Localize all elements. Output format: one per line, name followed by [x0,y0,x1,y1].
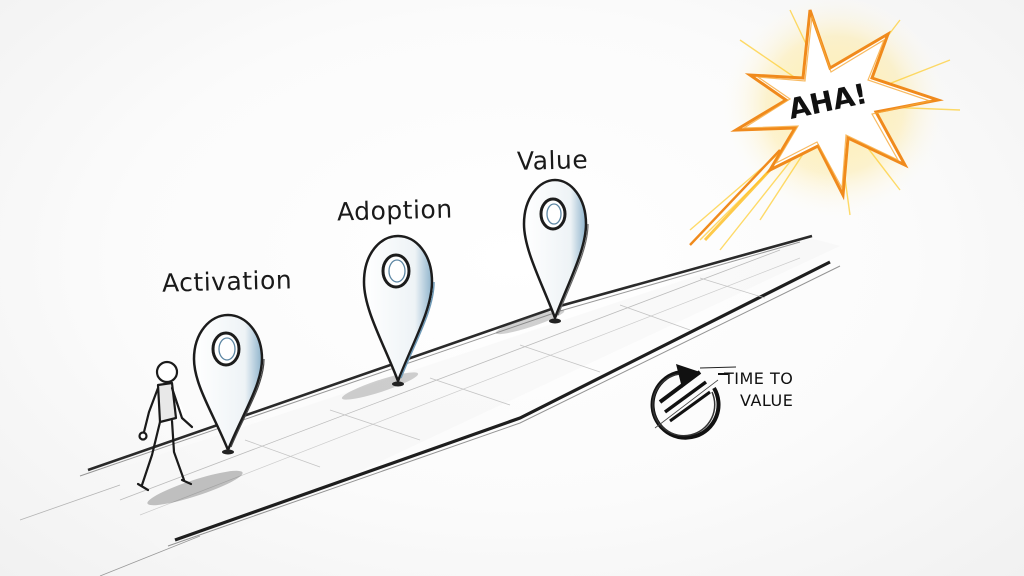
milestone-label-value: Value [516,145,589,176]
circular-arrow-icon [650,364,737,440]
milestone-label-activation: Activation [161,265,293,298]
walking-person-icon [136,360,194,492]
time-to-value-line1: TIME TO [724,369,794,388]
time-to-value-label: TIME TO VALUE [724,368,793,412]
map-pin-icon [522,178,589,324]
map-pin-icon [192,313,265,455]
map-pin-icon [362,234,435,387]
time-to-value-line2: VALUE [740,391,794,410]
milestone-label-adoption: Adoption [336,194,453,227]
aha-burst-icon [689,0,961,251]
